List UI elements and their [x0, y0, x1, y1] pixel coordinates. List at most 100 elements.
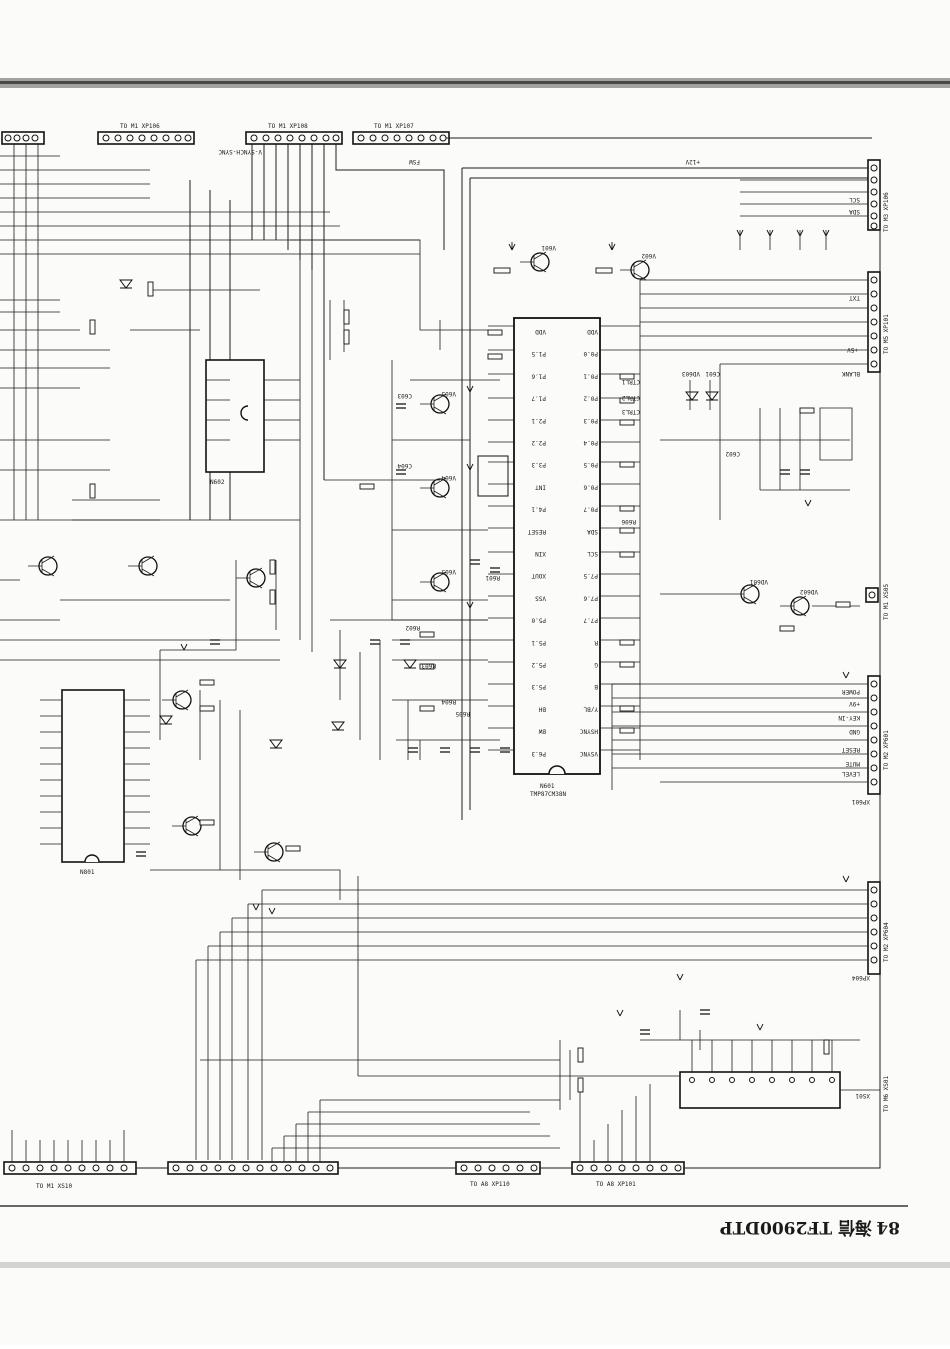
top-connector-2: [245, 131, 343, 145]
net-label: CTRL3: [622, 408, 640, 415]
main-ic-label: N601: [540, 783, 555, 790]
transistor-v611: [162, 689, 192, 711]
ic-pin-label: VDD: [535, 328, 546, 335]
component-label: R606: [621, 518, 636, 525]
ic-pin-label: XIN: [535, 550, 546, 557]
ic-pin-label: XOUT: [531, 572, 546, 579]
bottom-connector-2: [167, 1161, 339, 1175]
transistor-v603: [420, 393, 450, 415]
ic-pin-label: RESET: [528, 528, 546, 535]
component-label: V601: [541, 244, 556, 251]
ic-pin-label: P5.0: [531, 617, 546, 624]
net-label: SCL: [849, 196, 860, 203]
net-label: CTRL2: [622, 394, 640, 401]
ic-pin-label: P0.3: [583, 417, 598, 424]
ic-pin-label: P0.6: [583, 483, 598, 490]
label-top-3: TO M1 XP107: [374, 123, 414, 130]
right-connector-3: [865, 587, 879, 603]
component-label: C601: [705, 370, 720, 377]
component-label: C602: [725, 450, 740, 457]
transistor-v606: [730, 583, 760, 605]
ic-pin-label: P0.0: [583, 350, 598, 357]
ic-pin-label: HSYNC: [580, 728, 598, 735]
label-bottom-left: TO M1 XS10: [36, 1183, 73, 1190]
ic-pin-label: P2.1: [531, 417, 546, 424]
ic-pin-label: P1.7: [531, 395, 546, 402]
component-label: R604: [441, 698, 456, 705]
left-ic-label: N801: [80, 869, 95, 876]
ic-pin-label: P1.6: [531, 372, 546, 379]
component-label: V603: [441, 390, 456, 397]
transistor-v612: [172, 815, 202, 837]
vpc-ic-label: N602: [210, 479, 225, 486]
component-label: R603: [421, 662, 436, 669]
bottom-connector-left: [3, 1161, 137, 1175]
net-label: +9V: [849, 700, 860, 707]
ic-pin-label: P7.6: [583, 594, 598, 601]
footer-page-number: 84: [876, 1217, 900, 1237]
transistor-v602: [620, 259, 650, 281]
transistor-v605: [420, 571, 450, 593]
ic-pin-label: P1.5: [531, 350, 546, 357]
transistor-v609: [28, 555, 58, 577]
ic-pin-label: P0.7: [583, 506, 598, 513]
crystal: [477, 455, 509, 497]
diode-group: [119, 279, 719, 749]
label-right-bottom: TO M6 XS01: [883, 1075, 890, 1112]
ic-pin-label: VSYNC: [580, 750, 598, 757]
label-top-right-1: TO M3 XP106: [883, 192, 890, 232]
net-label: KEY-IN: [838, 714, 860, 721]
ic-pin-label: SCL: [587, 550, 598, 557]
ground-symbols: [180, 229, 850, 1031]
right-connector-2: [867, 271, 881, 373]
top-connector-1: [97, 131, 195, 145]
component-label: C603: [397, 392, 412, 399]
right-connector-5: [867, 881, 881, 975]
component-label: VD602: [800, 588, 818, 595]
transistor-v608: [236, 567, 266, 589]
ic-pin-label: INT: [535, 483, 546, 490]
transistor-v610: [128, 555, 158, 577]
component-label: V604: [441, 474, 456, 481]
net-label: GND: [849, 728, 860, 735]
net-label: SDA: [849, 208, 860, 215]
left-ic: [61, 689, 125, 863]
bottom-connector-3: [455, 1161, 541, 1175]
component-label: V602: [641, 252, 656, 259]
ic-pin-label: P7.7: [583, 617, 598, 624]
component-label: VD603: [682, 370, 700, 377]
label-top-1: TO M1 XP106: [120, 123, 160, 130]
component-label: V605: [441, 568, 456, 575]
ic-pin-label: P5.2: [531, 661, 546, 668]
transistor-v613: [254, 841, 284, 863]
ic-pin-label: Y/BL: [583, 705, 598, 712]
ic-pin-label: P6.3: [531, 750, 546, 757]
label-top-2: TO M1 XP108: [268, 123, 308, 130]
bottom-connector-4: [571, 1161, 685, 1175]
net-label: TXT: [849, 294, 860, 301]
ic-pin-label: BW: [538, 728, 546, 735]
ic-pin-label: P5.1: [531, 639, 546, 646]
ic-pin-label: P3.3: [531, 461, 546, 468]
net-label: BLANK: [842, 370, 860, 377]
net-label: RESET: [842, 746, 860, 753]
net-label: +5V: [847, 346, 858, 353]
ic-pin-label: P2.2: [531, 439, 546, 446]
net-label: POWER: [842, 688, 860, 695]
component-label: R605: [455, 710, 470, 717]
resistor-group: [89, 267, 851, 1093]
footer-title-group: 84 海信 TF2900DTP: [720, 1217, 900, 1238]
ic-pin-label: P0.2: [583, 395, 598, 402]
top-scan-edge-dark: [0, 81, 950, 84]
label-bottom-1: TO A8 XP110: [470, 1181, 510, 1188]
main-mcu-ic: [513, 317, 601, 775]
net-label: V-SYNC: [240, 148, 262, 155]
capacitor-group: [136, 403, 810, 1035]
net-label: MUTE: [845, 760, 860, 767]
vpc-ic: [205, 359, 265, 473]
label-bottom-2: TO A8 XP101: [596, 1181, 636, 1188]
right-connector-top: [867, 159, 881, 231]
ic-pin-label: P5.3: [531, 683, 546, 690]
